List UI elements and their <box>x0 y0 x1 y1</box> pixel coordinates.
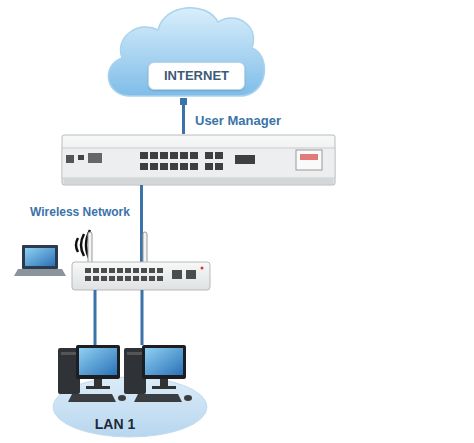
internet-cloud: INTERNET <box>100 0 268 102</box>
group-label: LAN 1 <box>80 414 150 434</box>
desktop-pc <box>124 345 192 402</box>
link-label: Wireless Network <box>30 205 130 219</box>
cloud-label: INTERNET <box>148 62 245 90</box>
router-device <box>62 135 335 185</box>
uplink-wire <box>180 98 187 134</box>
pc-wires <box>95 290 142 345</box>
lan-wire <box>141 185 142 262</box>
link-label: User Manager <box>195 113 281 128</box>
desktop-pc <box>58 345 126 402</box>
laptop-icon <box>14 245 66 276</box>
wireless-switch <box>72 232 210 290</box>
